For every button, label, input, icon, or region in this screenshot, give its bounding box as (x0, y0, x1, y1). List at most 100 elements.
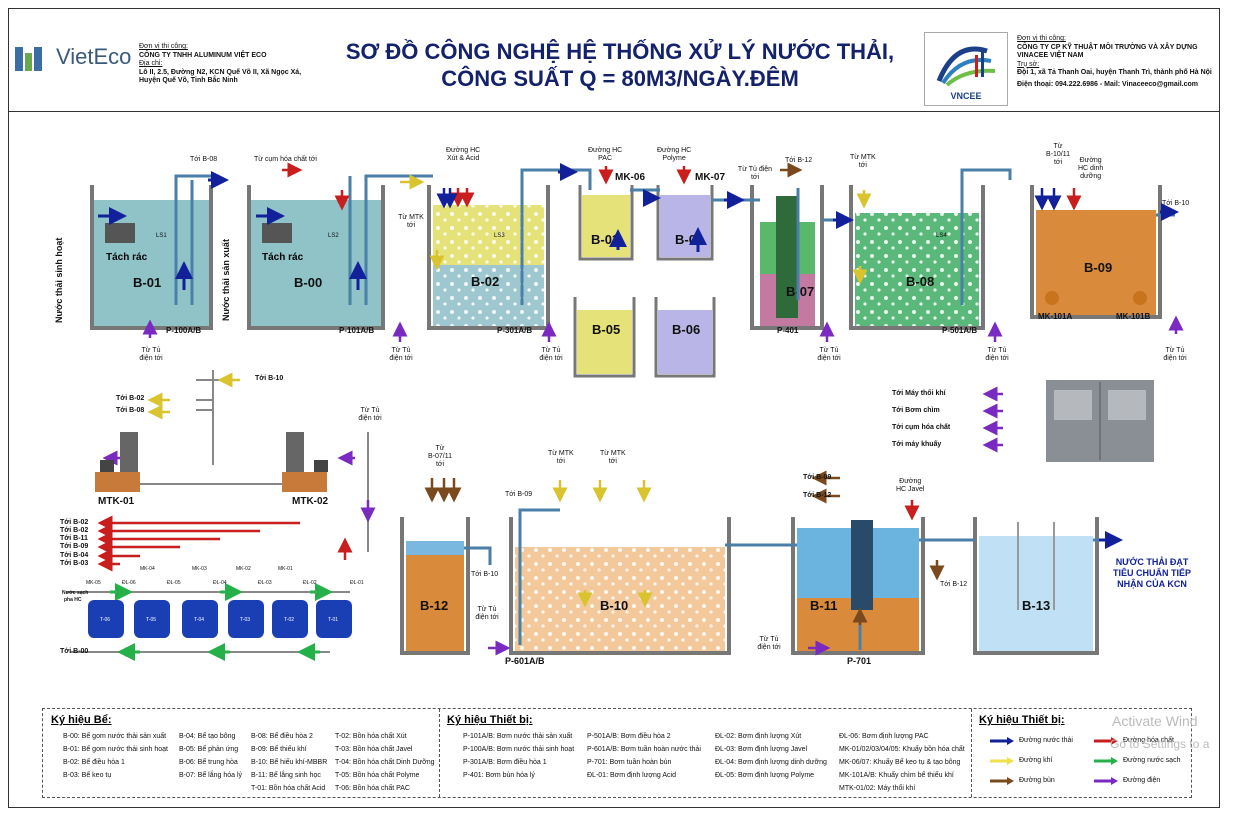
ls1-label: LS1 (156, 233, 167, 239)
right-phone: Điện thoại: 094.222.6986 - Mail: Vinacee… (1017, 80, 1198, 88)
legend-item: B-03: Bể keo tụ (63, 772, 112, 779)
to-b09-b11-label: Tới B-09 (803, 474, 832, 481)
wastewater-arrows (98, 163, 1179, 549)
to-b12-b11-label: Tới B-12 (803, 492, 832, 499)
legend-item: T-02: Bồn hóa chất Xút (335, 733, 407, 740)
legend-item: P-101A/B: Bơm nước thải sản xuất (463, 733, 573, 740)
left-unit-name: CÔNG TY TNHH ALUMINUM VIỆT ECO (139, 51, 267, 59)
tank-b09-label: B-09 (1084, 260, 1112, 275)
legend-item: T-04: Bồn hóa chất Dinh Dưỡng (335, 759, 435, 766)
to-b00-label: Tới B-00 (60, 648, 89, 655)
mk101a-label: MK-101A (1038, 312, 1073, 321)
tank-b12 (400, 517, 470, 655)
to-b02-dose-label: Tới B-02 (60, 519, 89, 526)
title-line-1: SƠ ĐỒ CÔNG NGHỆ HỆ THỐNG XỬ LÝ NƯỚC THẢI… (345, 39, 895, 64)
mix-chemical-label: pha HC (64, 597, 82, 603)
from-chem-cluster-label: Từ cụm hóa chất tới (254, 156, 317, 163)
right-hq: Đội 1, xã Tả Thanh Oai, huyện Thanh Trì,… (1017, 69, 1212, 76)
dosing-arrows (97, 515, 353, 572)
p601-label: P-601A/B (505, 656, 545, 666)
sludge-arrows (424, 162, 945, 625)
activation-watermark-line2: Go to Settings to a (1110, 737, 1210, 751)
clean-water-arrows (110, 583, 333, 661)
legend-item: B-10: Bể hiếu khí-MBBR (251, 759, 328, 766)
legend-item: B-11: Bể lắng sinh học (251, 772, 321, 779)
p301-label: P-301A/B (497, 326, 533, 335)
dl03-label: ĐL-03 (258, 580, 272, 586)
to-submersible-pump-label: Tới Bơm chìm (892, 407, 940, 414)
to-mixer-label: Tới máy khuấy (892, 441, 942, 448)
to-b10-bottom-label: Tới B-10 (471, 571, 499, 578)
legend-item: ĐL-06: Bơm định lượng PAC (839, 733, 929, 740)
t03-label: T-03 (240, 617, 250, 623)
to-b09-bottom-label: Tới B-09 (505, 491, 533, 498)
legend-item: B-06: Bể trung hòa (179, 759, 238, 766)
mk02-label: MK-02 (236, 566, 251, 572)
to-b11-dose-label: Tới B-11 (60, 535, 88, 542)
right-unit-label: Đơn vị thi công: (1017, 35, 1066, 42)
legend-item: P-601A/B: Bơm tuần hoàn nước thải (587, 746, 701, 753)
tank-b06 (654, 297, 716, 378)
to-b12-bottom-label: Tới B-12 (940, 581, 968, 588)
legend-symbol-label: Đường khí (1019, 757, 1053, 764)
legend-item: T-06: Bồn hóa chất PAC (335, 785, 410, 792)
left-addr-2: Huyện Quế Võ, Tỉnh Bắc Ninh (139, 77, 238, 84)
t05-label: T-05 (146, 617, 156, 623)
dl04-label: ĐL-04 (213, 580, 227, 586)
t04-label: T-04 (194, 617, 204, 623)
legend-equipment-title: Ký hiệu Thiết bị: (447, 714, 533, 726)
activation-watermark-line1: Activate Wind (1112, 713, 1198, 729)
mk05-label: MK-05 (86, 580, 101, 586)
tank-b05 (573, 297, 636, 378)
power-arrows (102, 315, 1184, 656)
to-b02-dose2-label: Tới B-02 (60, 527, 89, 534)
dl06-label: ĐL-06 (122, 580, 136, 586)
title-line-2: CÔNG SUẤT Q = 80M3/NGÀY.ĐÊM (441, 66, 799, 91)
to-b03-dose-label: Tới B-03 (60, 560, 89, 567)
tank-b10 (509, 517, 731, 655)
legend-item: T-03: Bồn hóa chất Javel (335, 746, 413, 753)
left-addr-1: Lô II, 2.5, Đường N2, KCN Quế Võ II, Xã … (139, 68, 302, 76)
vncee-logo-text: VNCEE (950, 91, 982, 101)
tank-b11-label: B-11 (810, 598, 837, 613)
to-b10-label: Tới B-10 (1162, 200, 1190, 207)
to-b04-dose-label: Tới B-04 (60, 552, 89, 559)
left-addr-label: Địa chỉ: (139, 60, 163, 67)
dosing-pump-labels: MK-05 MK-04 MK-03 MK-02 MK-01 ĐL-06 ĐL-0… (62, 566, 364, 603)
legend-item: B-02: Bể điều hòa 1 (63, 759, 125, 766)
to-chem-cluster-label: Tới cụm hóa chất (892, 424, 951, 431)
legend-symbol-label: Đường bùn (1019, 777, 1055, 784)
tank-b04-label: B-04 (675, 232, 704, 247)
vieteco-logo-text: VietEco (56, 44, 132, 69)
air-arrows (147, 174, 872, 608)
screen-b01-label: Tách rác (106, 252, 148, 263)
to-blower-label: Tới Máy thổi khí (892, 390, 946, 397)
return-arrows (436, 188, 1062, 211)
legend-line-symbol-icon (1093, 776, 1119, 788)
legend-divider (439, 709, 440, 797)
p701-label: P-701 (847, 656, 872, 666)
legend-item: ĐL-02: Bơm định lượng Xút (715, 733, 802, 740)
tank-b08 (849, 185, 985, 330)
legend-item: T-01: Bồn hóa chất Acid (251, 785, 326, 792)
legend-item: B-09: Bể thiếu khí (251, 746, 307, 753)
mixer-mk101b-icon (1133, 291, 1147, 305)
power-to-b03-label: Từ Tủ điện tới (737, 166, 773, 181)
tank-b11 (791, 517, 925, 655)
legend-item: ĐL-03: Bơm định lượng Javel (715, 746, 808, 753)
mk03-label: MK-03 (192, 566, 207, 572)
to-b02-air-label: Tới B-02 (116, 395, 145, 402)
domestic-wastewater-label: Nước thải sinh hoạt (54, 237, 64, 323)
